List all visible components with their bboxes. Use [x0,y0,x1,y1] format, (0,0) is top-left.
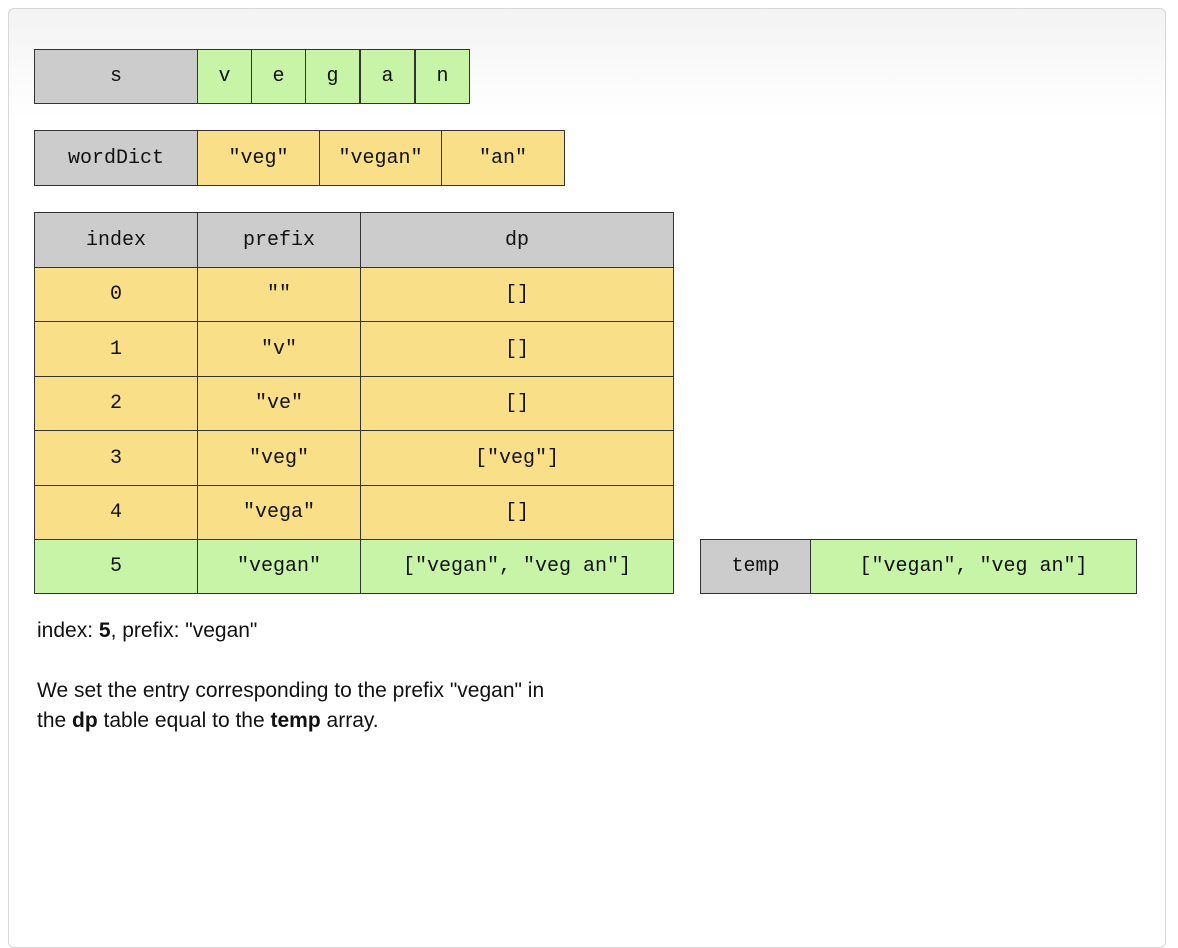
row-0-dp: [] [360,267,674,322]
desc-temp-keyword: temp [270,709,321,732]
row-2-prefix: "ve" [197,376,361,431]
word-dict-item-2: "an" [441,130,565,186]
description-line-1: We set the entry corresponding to the pr… [37,679,545,702]
row-4-prefix: "vega" [197,485,361,540]
header-dp: dp [360,212,674,268]
row-0-prefix: "" [197,267,361,322]
desc-text-e: array. [320,709,379,732]
row-5-index: 5 [34,539,198,594]
row-0-index: 0 [34,267,198,322]
row-1-index: 1 [34,321,198,377]
row-2-index: 2 [34,376,198,431]
s-char-3: a [360,49,415,104]
row-1-dp: [] [360,321,674,377]
row-5-dp: ["vegan", "veg an"] [360,539,674,594]
header-index: index [34,212,198,268]
word-dict-item-1: "vegan" [319,130,442,186]
step-description: We set the entry corresponding to the pr… [37,676,544,736]
word-dict-item-0: "veg" [197,130,320,186]
desc-text-a: the [37,709,73,732]
s-char-0: v [197,49,252,104]
temp-label: temp [700,539,811,594]
s-char-1: e [251,49,306,104]
row-2-dp: [] [360,376,674,431]
desc-dp-keyword: dp [72,709,98,732]
s-char-2: g [305,49,360,104]
row-3-index: 3 [34,430,198,486]
row-3-prefix: "veg" [197,430,361,486]
index-label: index: [37,619,99,642]
index-value: 5 [98,619,111,642]
s-label: s [34,49,198,104]
prefix-text: , prefix: "vegan" [110,619,258,642]
s-char-4: n [415,49,470,104]
row-4-index: 4 [34,485,198,540]
row-1-prefix: "v" [197,321,361,377]
row-5-prefix: "vegan" [197,539,361,594]
row-3-dp: ["veg"] [360,430,674,486]
desc-text-c: table equal to the [97,709,271,732]
word-dict-label: wordDict [34,130,198,186]
temp-value: ["vegan", "veg an"] [810,539,1137,594]
row-4-dp: [] [360,485,674,540]
header-prefix: prefix [197,212,361,268]
description-line-2: the dp table equal to the temp array. [37,706,544,736]
step-status: index: 5, prefix: "vegan" [37,619,257,643]
